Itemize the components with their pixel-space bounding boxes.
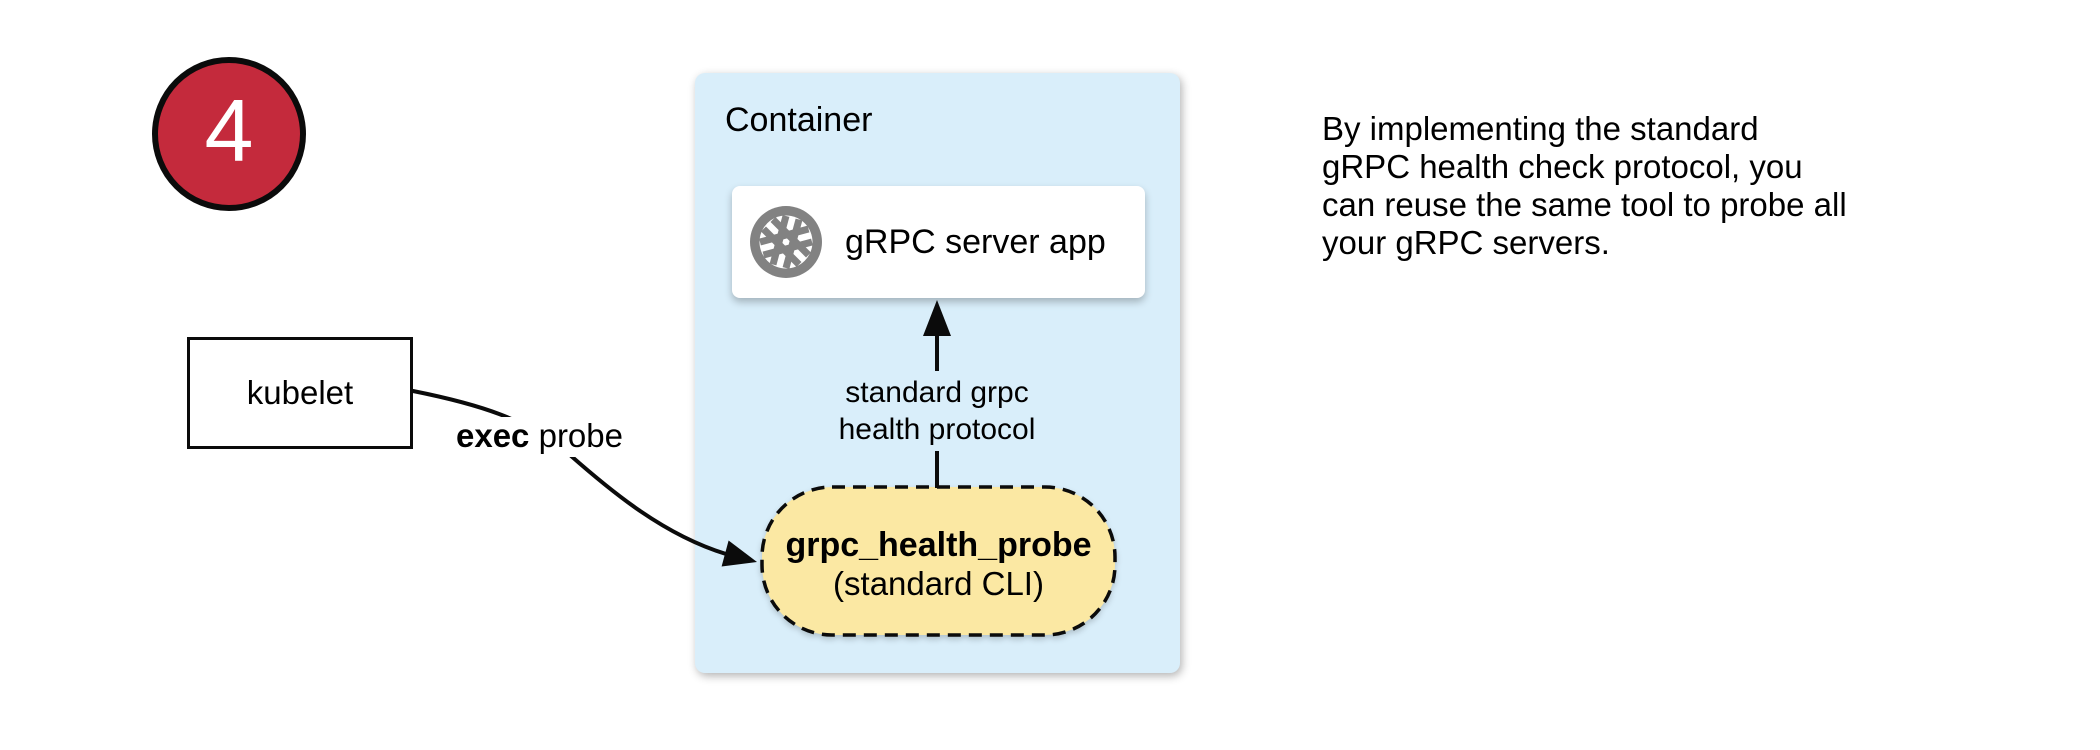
container-title: Container bbox=[725, 101, 873, 139]
kubelet-box: kubelet bbox=[187, 337, 413, 449]
exec-probe-label-rest: probe bbox=[538, 417, 623, 454]
kubelet-label: kubelet bbox=[246, 374, 354, 411]
protocol-arrow-label: standard grpc health protocol bbox=[787, 374, 1087, 448]
protocol-label-line1: standard grpc bbox=[845, 376, 1029, 409]
protocol-label-line2: health protocol bbox=[838, 413, 1036, 446]
aperture-icon bbox=[750, 206, 822, 278]
grpc-health-probe-title: grpc_health_probe bbox=[785, 526, 1092, 564]
grpc-server-box: gRPC server app bbox=[732, 186, 1145, 298]
note-text: By implementing the standard gRPC health… bbox=[1322, 110, 1847, 262]
note-line: your gRPC servers. bbox=[1322, 224, 1610, 261]
grpc-health-probe-text: grpc_health_probe (standard CLI) bbox=[762, 525, 1115, 603]
step-badge: 4 bbox=[152, 57, 306, 211]
exec-probe-label-bold: exec bbox=[456, 417, 530, 454]
note-line: can reuse the same tool to probe all bbox=[1322, 186, 1847, 223]
grpc-health-probe-subtitle: (standard CLI) bbox=[833, 565, 1044, 602]
step-number: 4 bbox=[204, 81, 254, 180]
exec-probe-label: exec probe bbox=[452, 417, 627, 457]
note-line: By implementing the standard bbox=[1322, 110, 1759, 147]
grpc-server-label: gRPC server app bbox=[845, 222, 1106, 261]
note-line: gRPC health check protocol, you bbox=[1322, 148, 1803, 185]
